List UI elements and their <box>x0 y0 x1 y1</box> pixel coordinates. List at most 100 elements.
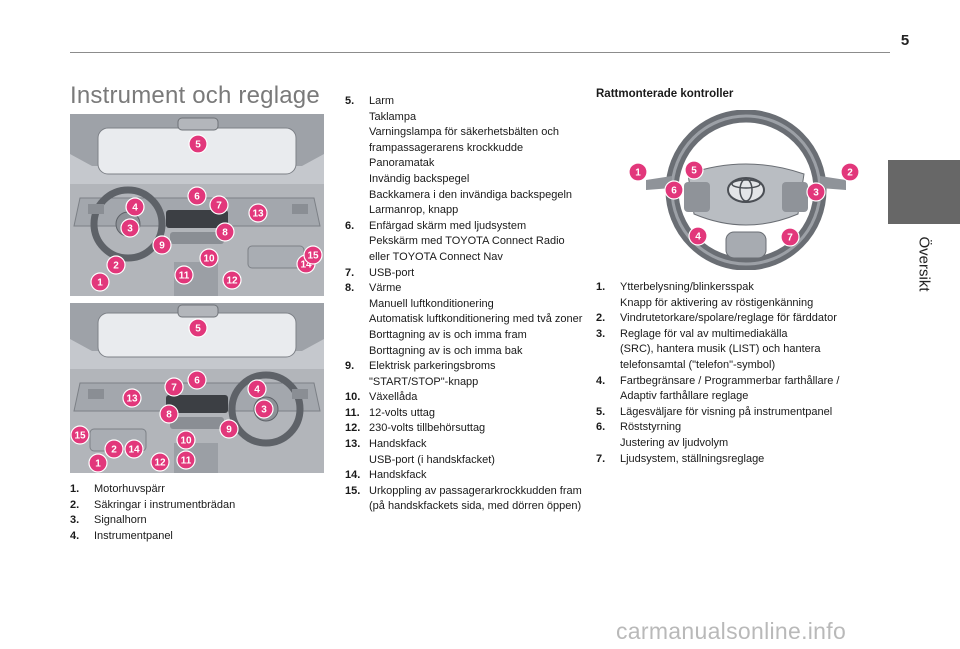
list-item-line: Panoramatak <box>369 157 435 170</box>
list-item-line: Motorhuvspärr <box>94 483 165 495</box>
list-item-line: 12-volts uttag <box>369 406 436 419</box>
list-item-line: "START/STOP"-knapp <box>369 375 479 388</box>
list-item-number: 3. <box>596 327 606 340</box>
list-item-line: (SRC), hantera musik (LIST) och hantera <box>620 343 821 356</box>
list-item-line: telefonsamtal ("telefon"-symbol) <box>620 358 776 371</box>
svg-text:8: 8 <box>222 228 228 239</box>
list-item-line: frampassagerarens krockkudde <box>369 141 524 154</box>
svg-text:9: 9 <box>226 425 232 436</box>
callout-marker-9: 9 <box>152 235 172 255</box>
list-item-line: Handskfack <box>369 438 427 451</box>
list-item-text: 230-volts tillbehörsuttag <box>369 421 607 437</box>
list-item-line: Röststyrning <box>620 421 682 434</box>
svg-text:6: 6 <box>194 376 200 387</box>
callout-marker-7: 7 <box>780 227 800 247</box>
svg-text:7: 7 <box>216 201 222 212</box>
callout-marker-5: 5 <box>188 318 208 338</box>
list-item-line: 230-volts tillbehörsuttag <box>369 422 486 435</box>
list-item-line: Signalhorn <box>94 514 147 527</box>
steering-controls-heading: Rattmonterade kontroller <box>596 88 734 100</box>
list-item-line: Knapp för aktivering av röstigenkänning <box>620 296 814 309</box>
list-item: 2.Säkringar i instrumentbrädan <box>70 498 330 514</box>
svg-text:3: 3 <box>813 188 819 199</box>
callout-marker-9: 9 <box>219 419 239 439</box>
list-item: 3.Signalhorn <box>70 513 330 529</box>
callout-marker-13: 13 <box>248 203 268 223</box>
list-item-line: Pekskärm med TOYOTA Connect Radio <box>369 235 565 248</box>
list-item-line: Justering av ljudvolym <box>620 436 729 449</box>
list-item-number: 4. <box>70 529 80 542</box>
svg-text:15: 15 <box>74 431 86 442</box>
list-item-line: Enfärgad skärm med ljudsystem <box>369 219 527 232</box>
svg-text:13: 13 <box>126 394 138 405</box>
callout-marker-2: 2 <box>106 255 126 275</box>
list-item-line: Larmanrop, knapp <box>369 204 459 217</box>
list-item-number: 1. <box>70 483 80 495</box>
svg-text:8: 8 <box>166 410 172 421</box>
svg-text:1: 1 <box>635 168 641 179</box>
list-item: 4.Instrumentpanel <box>70 529 330 545</box>
list-item: 14.Handskfack <box>345 468 607 484</box>
list-item-text: Ljudsystem, ställningsreglage <box>620 452 886 468</box>
list-item-line: Urkoppling av passagerarkrockkudden fram <box>369 484 582 497</box>
svg-text:14: 14 <box>128 445 140 456</box>
list-item: 10.Växellåda <box>345 390 607 406</box>
list-item-line: Reglage för val av multimediakälla <box>620 327 788 340</box>
list-item-number: 12. <box>345 422 361 435</box>
list-item-line: Växellåda <box>369 391 418 404</box>
list-item-number: 13. <box>345 438 361 451</box>
svg-text:1: 1 <box>97 278 103 289</box>
list-item-line: Lägesväljare för visning på instrumentpa… <box>620 405 833 418</box>
callout-marker-4: 4 <box>125 197 145 217</box>
callout-marker-8: 8 <box>215 222 235 242</box>
svg-text:12: 12 <box>226 276 238 287</box>
list-item-line: Adaptiv farthållare reglage <box>620 390 749 403</box>
callout-marker-5: 5 <box>188 134 208 154</box>
list-item-number: 5. <box>345 95 355 107</box>
list-item-line: Automatisk luftkonditionering med två zo… <box>369 313 583 326</box>
callout-marker-1: 1 <box>88 453 108 473</box>
list-item-line: Säkringar i instrumentbrädan <box>94 498 236 511</box>
svg-text:14: 14 <box>300 260 312 271</box>
list-item: 12. 230-volts tillbehörsuttag <box>345 421 607 437</box>
list-item: 4.Fartbegränsare / Programmerbar farthål… <box>596 374 886 405</box>
svg-text:4: 4 <box>695 232 701 243</box>
svg-text:5: 5 <box>195 324 201 335</box>
list-item: 5.Lägesväljare för visning på instrument… <box>596 405 886 421</box>
page-number: 5 <box>900 32 910 49</box>
list-item-line: Manuell luftkonditionering <box>369 297 494 310</box>
list-item-line: Ljudsystem, ställningsreglage <box>620 452 765 465</box>
callout-marker-8: 8 <box>159 404 179 424</box>
list-item: 9.Elektrisk parkeringsbroms"START/STOP"-… <box>345 359 607 390</box>
list-item-line: Handskfack <box>369 469 427 482</box>
callout-marker-6: 6 <box>187 186 207 206</box>
list-item-text: Handskfack <box>369 468 607 484</box>
list-item-number: 4. <box>596 374 606 387</box>
callout-marker-12: 12 <box>222 270 242 290</box>
svg-text:7: 7 <box>171 383 177 394</box>
list-item-line: USB-port <box>369 266 415 279</box>
svg-text:2: 2 <box>113 261 119 272</box>
callout-marker-4: 4 <box>247 379 267 399</box>
list-item-line: Ytterbelysning/blinkersspak <box>620 281 754 293</box>
svg-text:15: 15 <box>307 251 319 262</box>
list-item-number: 6. <box>596 421 606 434</box>
svg-text:10: 10 <box>180 436 192 447</box>
callout-marker-12: 12 <box>150 452 170 472</box>
list-item: 11.12-volts uttag <box>345 406 607 422</box>
svg-text:3: 3 <box>127 224 133 235</box>
list-item-text: Motorhuvspärr <box>94 482 330 498</box>
svg-text:13: 13 <box>252 209 264 220</box>
list-item-number: 7. <box>345 266 355 279</box>
